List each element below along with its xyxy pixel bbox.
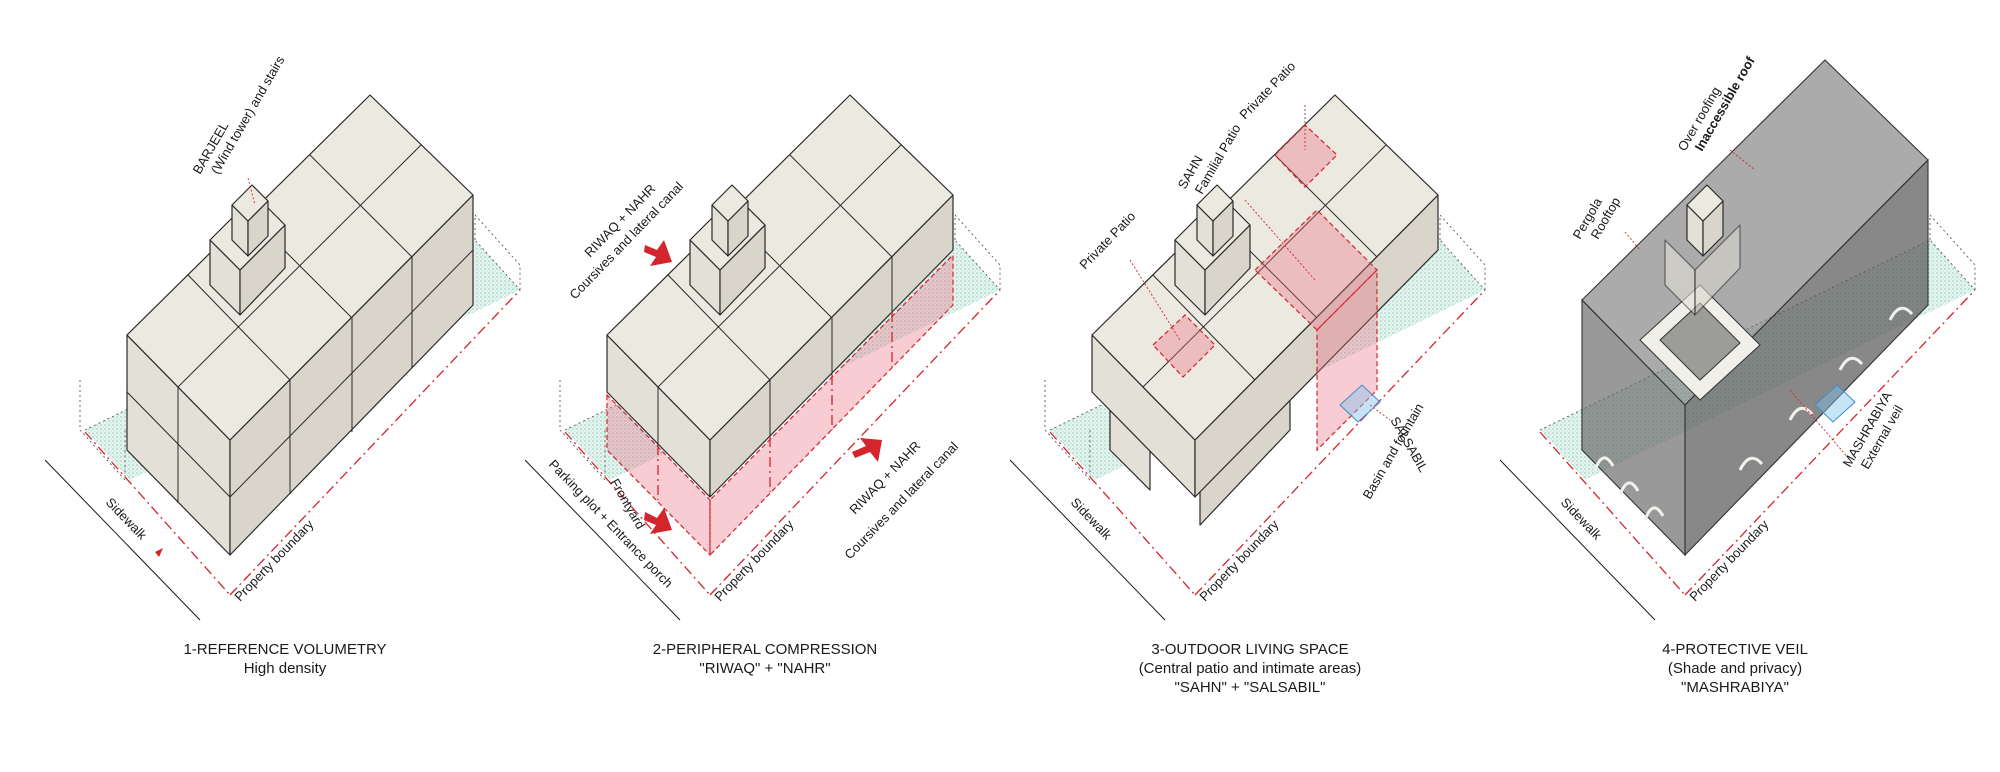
caption-title: 3-OUTDOOR LIVING SPACE bbox=[1151, 641, 1349, 658]
sidewalk-arrow-icon bbox=[155, 548, 163, 557]
panel-4-protective-veil: Pergola Rooftop Over roofing Inaccessibl… bbox=[1499, 53, 1976, 621]
caption-tag: "SAHN" + "SALSABIL" bbox=[1174, 679, 1326, 696]
tower-shaft-top bbox=[711, 184, 749, 222]
sahn-patio-well bbox=[1316, 268, 1378, 452]
sidewalk-line bbox=[1009, 459, 1166, 621]
tower-shaft-top bbox=[1196, 184, 1234, 222]
caption-subtitle: High density bbox=[243, 660, 327, 677]
caption-panel-1: 1-REFERENCE VOLUMETRY High density bbox=[55, 640, 515, 678]
caption-title: 1-REFERENCE VOLUMETRY bbox=[183, 641, 387, 658]
private-patio-left bbox=[1152, 314, 1216, 378]
sahn-leader bbox=[1244, 199, 1316, 281]
plot-extrusion-left bbox=[1044, 380, 1091, 482]
caption-subtitle: "RIWAQ" + "NAHR" bbox=[699, 660, 831, 677]
boundary-label: Property boundary bbox=[1196, 516, 1281, 604]
panel-2-peripheral-compression: RIWAQ + NAHR Coursives and lateral canal… bbox=[524, 94, 1001, 621]
block-left-grid bbox=[126, 387, 231, 503]
caption-subtitle: (Central patio and intimate areas) bbox=[1138, 660, 1362, 677]
tower-leader bbox=[247, 177, 256, 206]
riwaq-side-arrow-icon bbox=[852, 438, 882, 462]
riwaq-top-arrow-icon bbox=[644, 240, 672, 266]
tower-shaft-top bbox=[1686, 184, 1724, 222]
mashrabiya-leader bbox=[1789, 389, 1851, 461]
private-patio-top-label: Private Patio bbox=[1236, 59, 1298, 122]
block-top-face bbox=[606, 94, 954, 441]
salsabil-basin bbox=[1814, 384, 1856, 423]
sidewalk-label: Sidewalk bbox=[1068, 495, 1115, 543]
sidewalk-line bbox=[1499, 459, 1656, 621]
tower-label-2: (Wind tower) and stairs bbox=[208, 53, 288, 177]
tower-base-right bbox=[1694, 224, 1741, 316]
private-patio-left-label: Private Patio bbox=[1076, 209, 1138, 272]
block-top-face bbox=[1091, 94, 1439, 441]
plot-extrusion-left bbox=[559, 380, 606, 482]
private-patio-top bbox=[1274, 124, 1338, 188]
caption-title: 4-PROTECTIVE VEIL bbox=[1662, 641, 1808, 658]
panel-3-outdoor-living-space: Private Patio SAHN Familial Patio Privat… bbox=[1009, 59, 1486, 621]
property-boundary-front bbox=[84, 431, 231, 596]
salsabil-leader bbox=[1369, 404, 1391, 421]
roof-leader bbox=[1729, 149, 1756, 171]
arcade-arches bbox=[1593, 306, 1914, 521]
caption-panel-4: 4-PROTECTIVE VEIL (Shade and privacy) "M… bbox=[1505, 640, 1965, 697]
caption-panel-3: 3-OUTDOOR LIVING SPACE (Central patio an… bbox=[1020, 640, 1480, 697]
property-boundary-front bbox=[1049, 431, 1196, 596]
tower-shaft-top bbox=[231, 184, 269, 222]
block-right-grid bbox=[229, 249, 474, 498]
property-boundary-front bbox=[1539, 431, 1686, 596]
caption-title: 2-PERIPHERAL COMPRESSION bbox=[652, 641, 878, 658]
property-boundary-front bbox=[564, 431, 711, 596]
panel-1-reference-volumetry: BARJEEL (Wind tower) and stairs Sidewalk… bbox=[44, 53, 521, 621]
courtyard-void bbox=[1659, 302, 1741, 381]
sidewalk-label: Sidewalk bbox=[1558, 495, 1605, 543]
caption-panel-2: 2-PERIPHERAL COMPRESSION "RIWAQ" + "NAHR… bbox=[535, 640, 995, 678]
sidewalk-line bbox=[44, 459, 201, 621]
caption-tag: "MASHRABIYA" bbox=[1681, 679, 1789, 696]
plot-extrusion-left bbox=[79, 380, 126, 482]
frontyard-arrow-icon bbox=[644, 508, 672, 534]
salsabil-basin bbox=[1339, 384, 1381, 423]
sidewalk-label: Sidewalk bbox=[103, 495, 150, 543]
block-side-grid bbox=[657, 257, 893, 500]
block-top-face bbox=[126, 94, 474, 441]
caption-subtitle: (Shade and privacy) bbox=[1667, 660, 1803, 677]
sidewalk-line bbox=[524, 459, 681, 621]
